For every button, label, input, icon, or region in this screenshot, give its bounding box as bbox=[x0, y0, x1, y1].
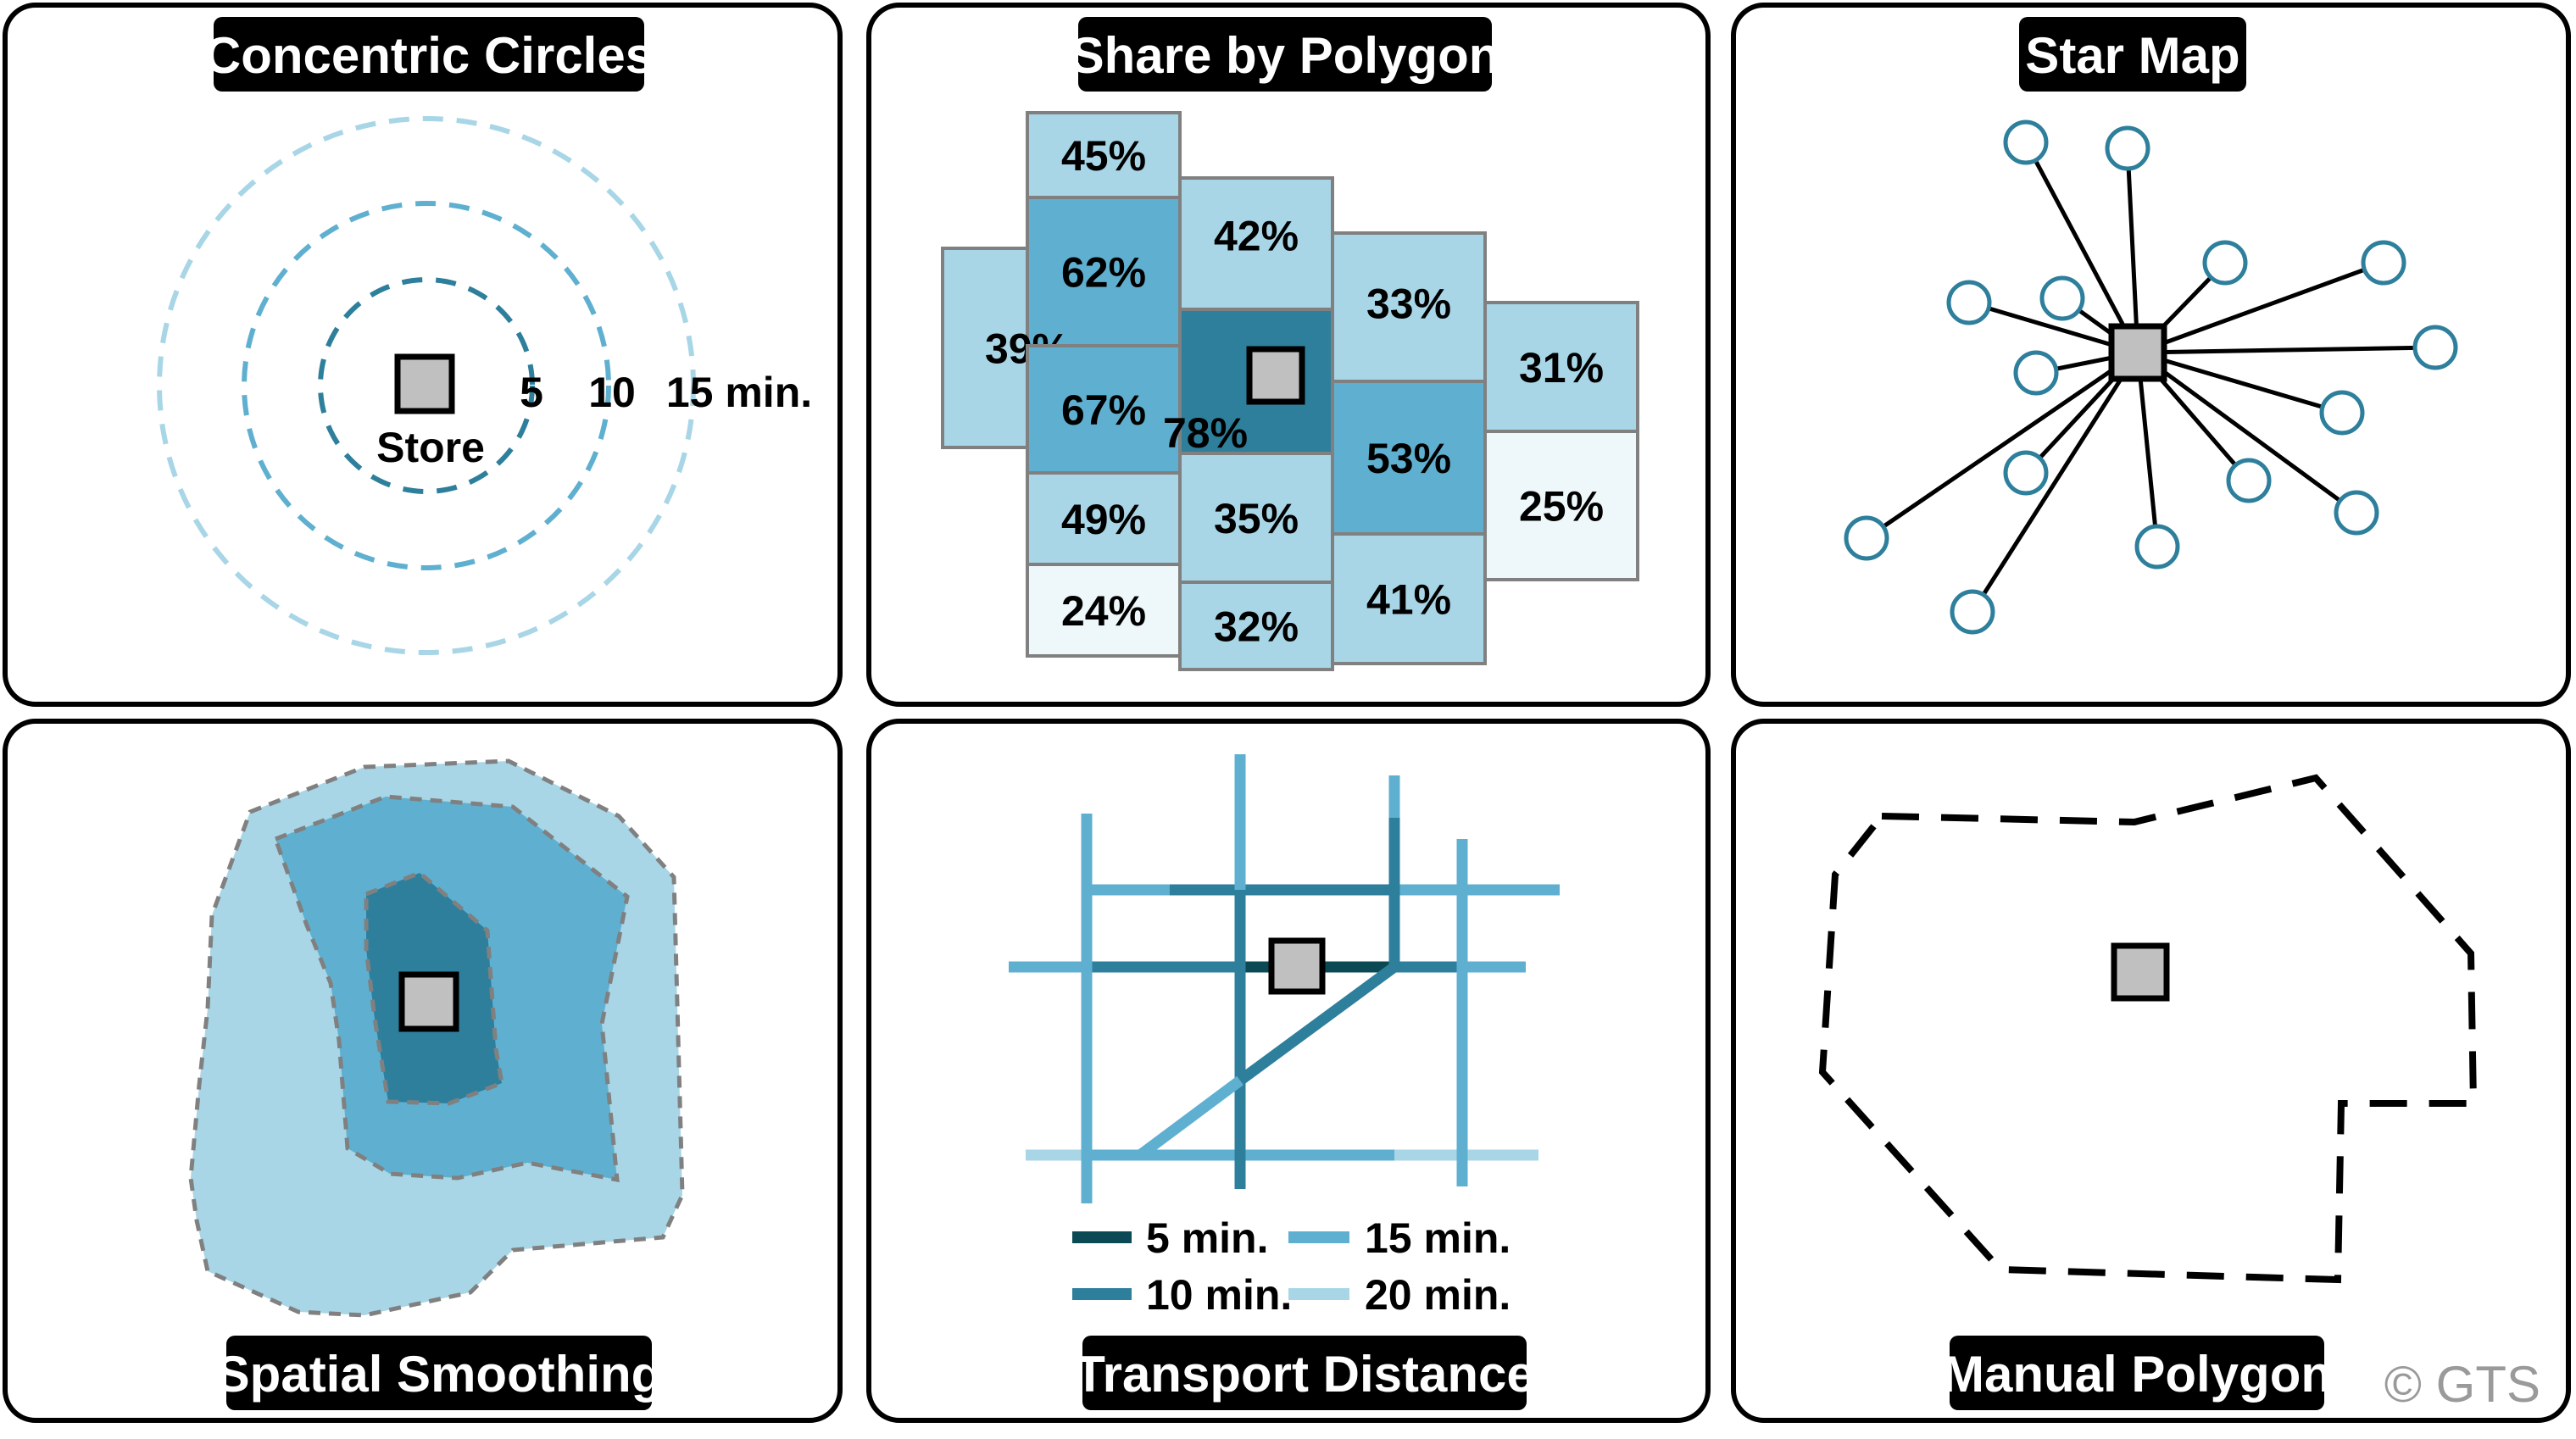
customer-node bbox=[2039, 275, 2085, 321]
star-spokes bbox=[1844, 119, 2458, 635]
polygon-cell-label: 78% bbox=[1163, 409, 1248, 457]
panel-frame bbox=[1731, 719, 2571, 1423]
customer-node bbox=[1950, 589, 1995, 635]
star-spoke bbox=[2137, 260, 2384, 355]
customer-node bbox=[2003, 119, 2049, 165]
customer-node bbox=[2105, 125, 2150, 171]
polygon-cell bbox=[941, 247, 1029, 449]
polygon-cell-label: 62% bbox=[1061, 249, 1146, 297]
road-segment bbox=[1137, 1075, 1243, 1160]
star-spoke bbox=[2136, 350, 2358, 515]
customer-node bbox=[2319, 390, 2365, 436]
polygon-cell bbox=[1178, 452, 1334, 584]
road-segment bbox=[1237, 962, 1398, 1086]
polygon-cell-label: 45% bbox=[1061, 132, 1146, 180]
ring-5-min bbox=[318, 277, 535, 494]
legend-label-20-min: 20 min. bbox=[1365, 1271, 1511, 1319]
star-spoke bbox=[2137, 350, 2343, 415]
customer-node bbox=[2013, 350, 2059, 396]
customer-node bbox=[2334, 490, 2379, 536]
polygon-cell bbox=[1026, 344, 1182, 475]
title-badge bbox=[1078, 17, 1492, 92]
customer-node bbox=[2003, 450, 2049, 496]
polygon-cell-label: 41% bbox=[1366, 576, 1451, 624]
polygon-cell-label: 25% bbox=[1519, 483, 1604, 531]
polygon-cell bbox=[1026, 563, 1182, 658]
polygon-cell-label: 53% bbox=[1366, 435, 1451, 482]
legend-label-10-min: 10 min. bbox=[1146, 1271, 1292, 1319]
polygon-cell bbox=[1026, 111, 1182, 199]
store-marker bbox=[2111, 942, 2170, 1002]
ring-label-10: 10 bbox=[588, 369, 636, 416]
customer-node bbox=[2134, 524, 2180, 569]
polygon-cells: 45%62%39%67%49%24%42%78%35%32%33%53%41%3… bbox=[941, 111, 1639, 671]
panel-spatial-smoothing: Spatial Smoothing bbox=[3, 719, 843, 1423]
panel-manual-polygon: Manual Polygon bbox=[1731, 719, 2571, 1423]
store-marker bbox=[1246, 346, 1305, 405]
polygon-cell bbox=[1178, 581, 1334, 671]
polygon-cell-label: 67% bbox=[1061, 386, 1146, 434]
manual-polygon-outline bbox=[1818, 774, 2478, 1284]
polygon-cell-label: 35% bbox=[1214, 495, 1299, 542]
polygon-cell bbox=[1483, 430, 1639, 581]
transport-legend: 5 min. 15 min. 10 min. 20 min. bbox=[1072, 1214, 1511, 1319]
customer-node bbox=[1844, 515, 1889, 561]
polygon-cell-label: 33% bbox=[1366, 281, 1451, 328]
title-badge bbox=[1082, 1336, 1527, 1410]
store-marker bbox=[1268, 937, 1326, 995]
customer-node bbox=[2226, 458, 2272, 503]
title-badge bbox=[1950, 1336, 2324, 1410]
customer-node bbox=[1946, 280, 1992, 325]
star-spoke bbox=[1970, 351, 2140, 614]
customer-node bbox=[2412, 325, 2458, 370]
panel-title: Share by Polygon bbox=[1071, 27, 1500, 84]
title-badge bbox=[214, 17, 644, 92]
polygon-cell-label: 32% bbox=[1214, 603, 1299, 651]
ring-15-min bbox=[157, 116, 696, 655]
panel-star-map: Star Map bbox=[1731, 3, 2571, 707]
panel-share-by-polygon: 45%62%39%67%49%24%42%78%35%32%33%53%41%3… bbox=[866, 3, 1711, 707]
polygon-cell-label: 42% bbox=[1214, 213, 1299, 260]
panel-title: Spatial Smoothing bbox=[216, 1346, 663, 1403]
road-network bbox=[1009, 754, 1560, 1203]
polygon-cell bbox=[1331, 532, 1487, 665]
polygon-cell-label: 49% bbox=[1061, 496, 1146, 543]
store-label: Store bbox=[376, 424, 485, 471]
ring-10-min bbox=[242, 201, 611, 570]
star-spoke bbox=[2135, 352, 2160, 547]
polygon-cell-label: 31% bbox=[1519, 344, 1604, 392]
ring-label-5: 5 bbox=[520, 369, 543, 416]
customer-node bbox=[2361, 240, 2406, 286]
panel-title: Manual Polygon bbox=[1942, 1346, 2332, 1403]
star-spoke bbox=[2137, 345, 2436, 355]
panel-concentric-circles: Store 5 10 15 min. Concentric Circles bbox=[3, 3, 843, 707]
polygon-cell-label: 24% bbox=[1061, 587, 1146, 635]
customer-node bbox=[2202, 240, 2248, 286]
store-marker bbox=[2108, 323, 2167, 382]
legend-label-15-min: 15 min. bbox=[1365, 1214, 1511, 1262]
panel-title: Star Map bbox=[2025, 27, 2239, 84]
store-marker bbox=[398, 971, 459, 1032]
title-badge bbox=[2019, 17, 2246, 92]
panel-title: Concentric Circles bbox=[204, 27, 654, 84]
panel-transport-distance: 5 min. 15 min. 10 min. 20 min. Transport… bbox=[866, 719, 1711, 1423]
store-marker bbox=[394, 353, 455, 414]
legend-label-5-min: 5 min. bbox=[1146, 1214, 1268, 1262]
star-spoke bbox=[2125, 147, 2140, 353]
copyright-notice: © GTS bbox=[2384, 1356, 2540, 1413]
panel-title: Transport Distance bbox=[1074, 1346, 1535, 1403]
star-spoke bbox=[2023, 141, 2140, 354]
panel-frame bbox=[866, 719, 1711, 1423]
ring-label-15: 15 min. bbox=[666, 369, 812, 416]
title-badge bbox=[226, 1336, 652, 1410]
star-spoke bbox=[1865, 350, 2139, 541]
